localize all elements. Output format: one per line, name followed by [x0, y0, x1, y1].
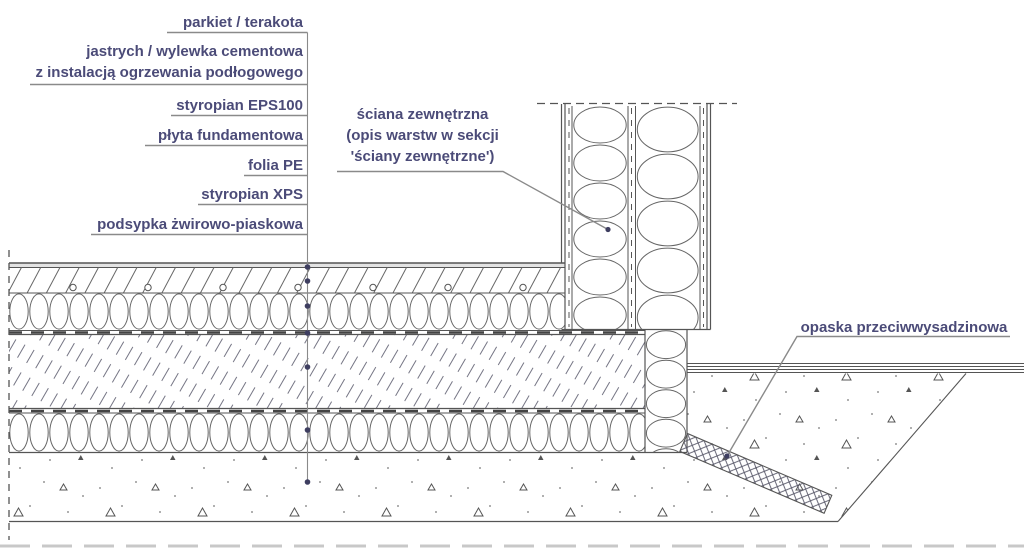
wall-label-leader [337, 170, 609, 231]
insulation-xps-layer [9, 412, 645, 452]
gravel-sand-bed [9, 373, 967, 523]
external-wall-section [537, 102, 737, 331]
frost-protection-strip [679, 432, 833, 514]
layer-label-pe-foil: folia PE [247, 157, 303, 174]
edge-insulation-band [644, 330, 688, 453]
layer-label-slab: płyta fundamentowa [157, 127, 303, 144]
wall-insulation-inner [572, 106, 628, 330]
layer-label-screed: jastrych / wylewka cementowa z instalacj… [35, 43, 303, 81]
wall-insulation-outer [635, 106, 700, 330]
parquet-layer [9, 262, 565, 268]
external-wall-label: ściana zewnętrzna (opis warstw w sekcji … [346, 106, 499, 165]
layer-label-gravel-bed: podsypka żwirowo-piaskowa [97, 216, 303, 233]
floor-layers [9, 262, 645, 452]
layer-reference-dots [304, 226, 730, 485]
frost-protection-band-label: opaska przeciwwysadzinowa [800, 319, 1008, 336]
layer-label-xps: styropian XPS [201, 186, 303, 203]
screed-layer [9, 267, 565, 294]
foundation-slab [9, 333, 645, 410]
ground-surface-lines [687, 363, 1024, 373]
wall-membrane-lines [568, 108, 704, 327]
layer-label-parquet: parkiet / terakota [182, 14, 303, 31]
heating-pipes [69, 283, 527, 292]
insulation-eps-layer [9, 293, 645, 331]
label-leader-lines [30, 31, 1010, 482]
layer-label-eps: styropian EPS100 [176, 97, 303, 114]
band-label-leader [726, 335, 1010, 457]
